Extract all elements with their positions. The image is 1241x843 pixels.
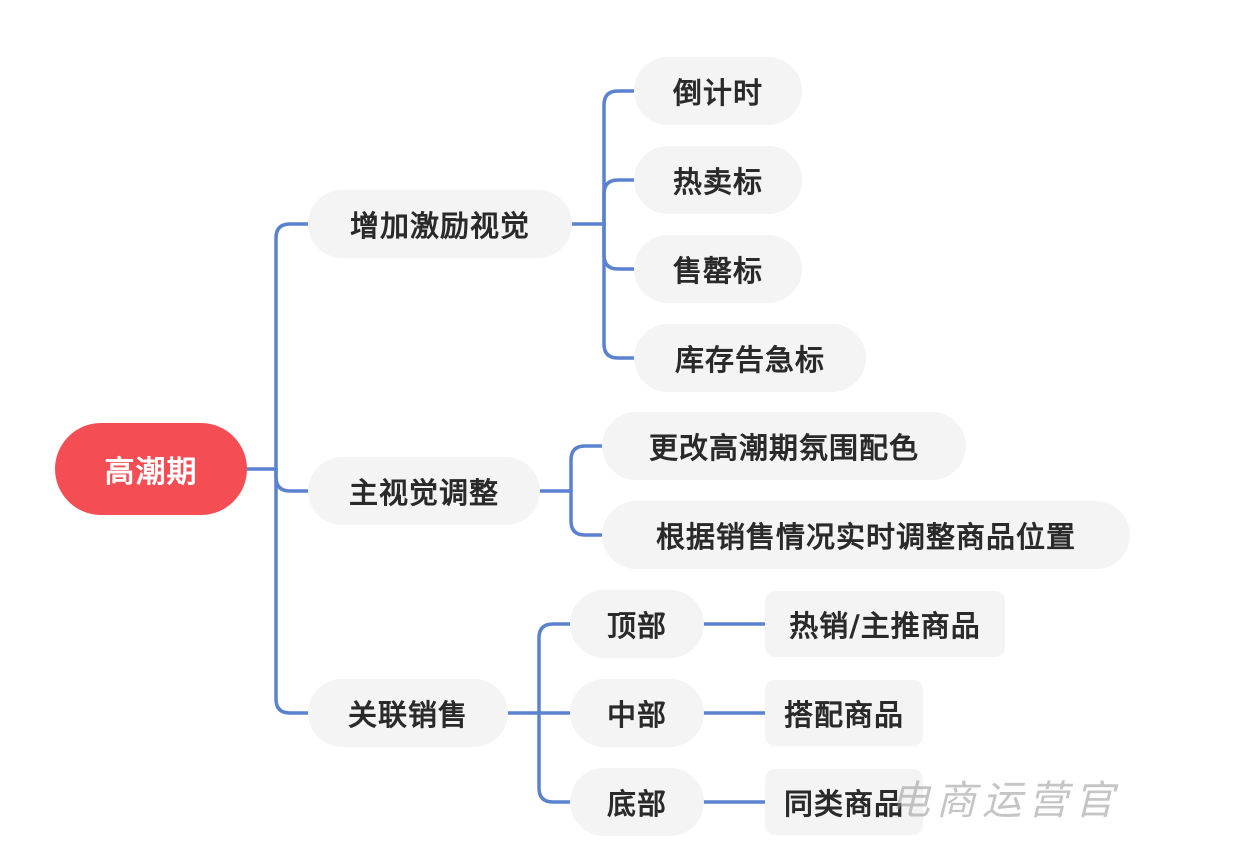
branch3-connector-branch-0 xyxy=(537,622,572,715)
branch3-connector-branch-2 xyxy=(537,711,572,804)
leaf-node-top-products: 热销/主推商品 xyxy=(765,591,1005,657)
branch1-connector-branch-1 xyxy=(602,178,636,226)
leaf-node-low-stock-tag: 库存告急标 xyxy=(634,324,866,392)
leaf-node-hot-sale-tag: 热卖标 xyxy=(634,146,802,214)
branch1-connector-branch-2 xyxy=(602,222,636,271)
branch1-connector-branch-3 xyxy=(602,222,636,360)
branch-node-main-visual: 主视觉调整 xyxy=(308,457,540,525)
leaf-node-change-color: 更改高潮期氛围配色 xyxy=(602,412,966,480)
root-connector-branch-0 xyxy=(274,222,310,471)
root-node: 高潮期 xyxy=(55,423,247,515)
branch1-connector-branch-0 xyxy=(602,89,636,226)
branch2-connector-branch-1 xyxy=(569,489,604,537)
leaf-node-countdown: 倒计时 xyxy=(634,57,802,125)
leaf-node-similar-products: 同类商品 xyxy=(765,769,923,835)
sub-node-bottom: 底部 xyxy=(570,768,704,836)
watermark-text: 电商运营官 xyxy=(890,778,1120,824)
sub-node-top: 顶部 xyxy=(570,590,704,658)
leaf-node-match-products: 搭配商品 xyxy=(765,680,923,746)
sub-node-middle: 中部 xyxy=(570,679,704,747)
branch-node-related-sales: 关联销售 xyxy=(308,679,508,747)
branch2-connector-branch-0 xyxy=(569,444,604,493)
branch-node-visual-incentive: 增加激励视觉 xyxy=(308,190,572,258)
root-connector-branch-1 xyxy=(274,467,310,493)
root-connector-branch-2 xyxy=(274,467,310,715)
leaf-node-adjust-position: 根据销售情况实时调整商品位置 xyxy=(602,501,1130,569)
leaf-node-sold-out-tag: 售罄标 xyxy=(634,235,802,303)
